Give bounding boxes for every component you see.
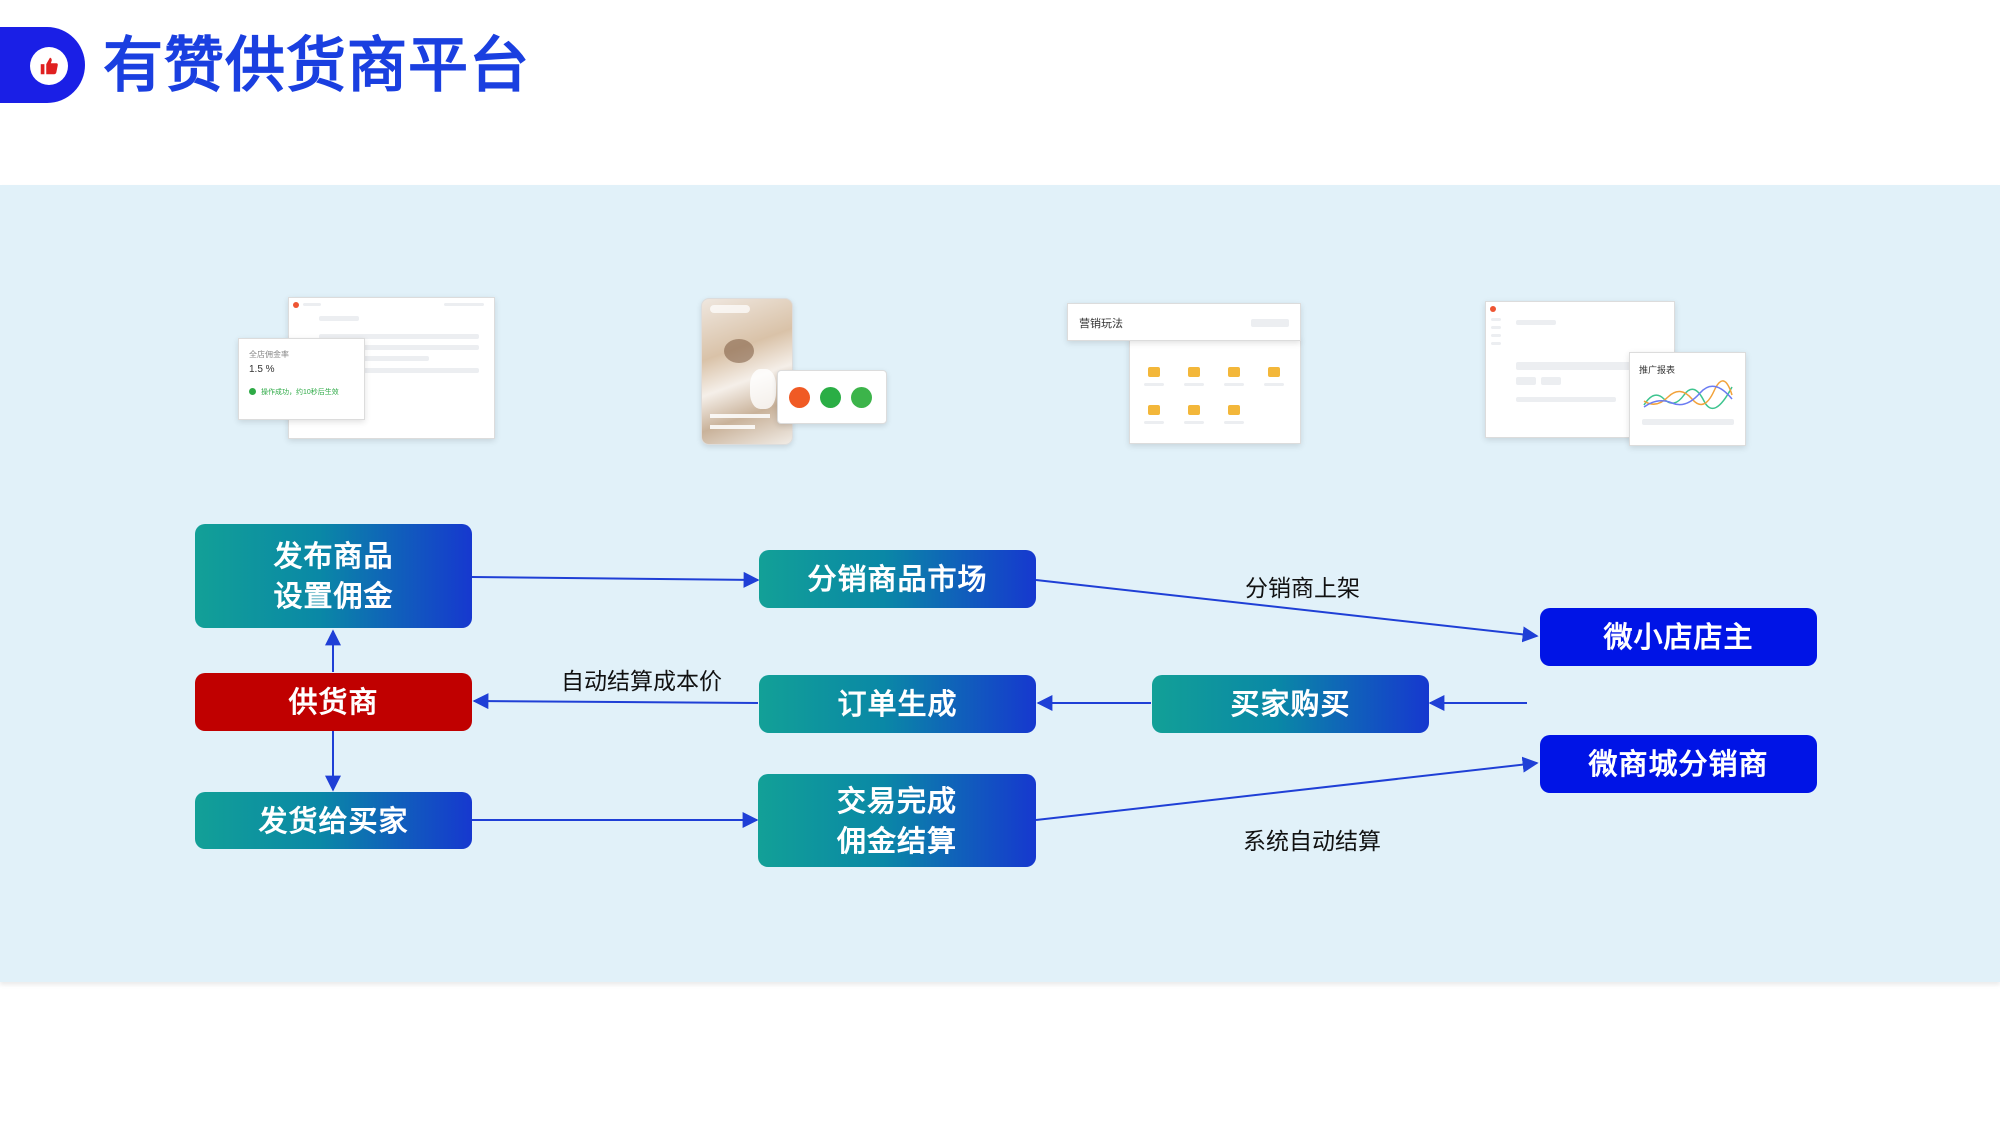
arrow-order-to-supplier [472,693,759,710]
page-title: 有赞供货商平台 [103,31,530,101]
publish-line-1: 发布商品 [273,539,394,573]
thumbs-up-icon [30,47,68,85]
distribution-market-box: 分销商品市场 [759,550,1036,608]
buyer-purchase-box: 买家购买 [1152,675,1429,733]
mall-distributor-box: 微商城分销商 [1540,735,1817,793]
market-label: 分销商品市场 [807,562,988,596]
marketing-header-card: 营销玩法 [1067,303,1301,341]
commission-rate-label: 全店佣金率 [249,350,289,359]
report-line-chart [1643,380,1733,410]
label-distributor-listing: 分销商上架 [1245,576,1360,602]
transaction-complete-box: 交易完成 佣金结算 [758,774,1036,867]
arrow-publish-to-market [471,571,760,588]
ship-label: 发货给买家 [258,803,409,838]
commission-rate-popup: 全店佣金率 1.5 % 操作成功，约10秒后生效 [238,338,365,420]
order-label: 订单生成 [837,687,958,721]
mall-distributor-label: 微商城分销商 [1588,747,1769,781]
supplier-label: 供货商 [288,685,379,719]
supplier-box: 供货商 [195,673,472,731]
complete-line-2: 佣金结算 [836,823,957,858]
label-system-settlement: 系统自动结算 [1243,829,1381,855]
publish-line-2: 设置佣金 [273,579,394,613]
arrow-complete-to-distributor [1035,756,1539,821]
commission-rate-value: 1.5 % [249,364,275,375]
shop-owner-label: 微小店店主 [1603,620,1754,654]
report-title: 推广报表 [1639,365,1676,375]
link-icon[interactable] [851,387,872,408]
label-auto-cost-settlement: 自动结算成本价 [561,669,722,695]
check-icon [249,388,256,395]
marketing-tools-thumbnail [1129,338,1301,444]
fire-icon[interactable] [789,387,810,408]
commission-status-text: 操作成功，约10秒后生效 [261,389,339,396]
order-created-box: 订单生成 [759,675,1036,733]
promotion-report-card: 推广报表 [1629,352,1746,446]
shop-owner-box: 微小店店主 [1540,608,1817,666]
buyer-label: 买家购买 [1230,687,1351,721]
publish-product-box: 发布商品 设置佣金 [195,524,472,628]
ship-to-buyer-box: 发货给买家 [195,792,472,849]
marketing-title: 营销玩法 [1079,318,1123,330]
wechat-icon[interactable] [820,387,841,408]
complete-line-1: 交易完成 [836,783,957,818]
share-options-popup [777,370,887,424]
arrow-market-to-shop-owner [1035,579,1539,643]
